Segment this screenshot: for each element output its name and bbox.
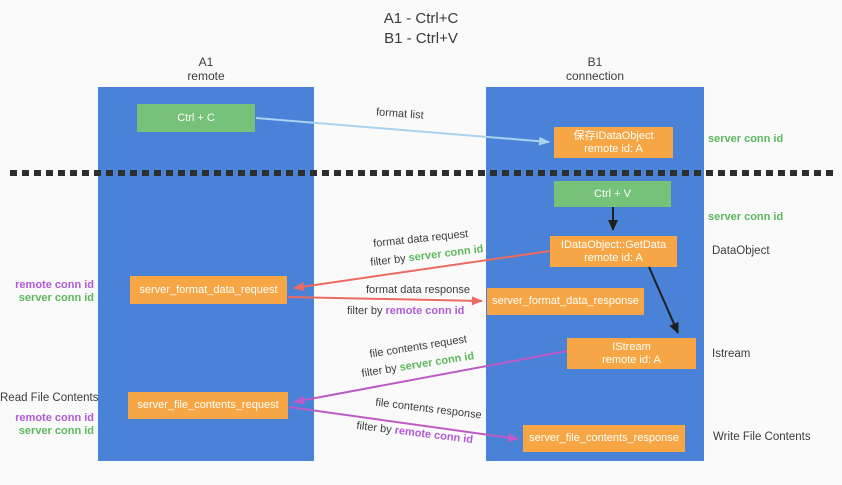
filter-remote-conn-id: remote conn id [393,424,474,447]
node-ctrl-c-label: Ctrl + C [177,111,215,124]
node-ctrl-v: Ctrl + V [554,181,671,207]
node-file-response-label: server_file_contents_response [529,432,679,444]
node-istream-label: IStream [612,340,651,353]
annotation-server-conn-id-format: server conn id [18,292,94,304]
lane-header-a1: A1 remote [98,55,314,83]
title-line-1: A1 - Ctrl+C [383,10,459,27]
annotation-server-conn-id-paste: server conn id [708,211,784,223]
node-ctrl-c: Ctrl + C [137,104,255,132]
node-getdata-label: IDataObject::GetData [560,238,667,251]
annotation-read-file-contents: Read File Contents [0,392,99,404]
label-format-data-response-filter: filter by remote conn id [347,305,464,317]
node-istream: IStream remote id: A [567,338,696,369]
lane-a1-role: remote [187,69,225,83]
node-server-file-contents-response: server_file_contents_response [523,425,685,452]
label-format-list: format list [375,106,425,122]
filter-by-text: filter by [369,252,407,269]
filter-by-text: filter by [355,419,393,437]
node-save-idataobject: 保存IDataObject remote id: A [554,127,673,158]
node-server-format-data-response: server_format_data_response [487,288,644,315]
node-server-format-data-request: server_format_data_request [130,276,287,304]
filter-remote-conn-id: remote conn id [385,305,465,317]
session-divider-dotted-line [10,170,833,176]
node-save-idataobject-label: 保存IDataObject [573,129,654,142]
node-ctrl-v-label: Ctrl + V [594,187,631,200]
lane-header-b1: B1 connection [486,55,704,83]
arrow-format-data-response [287,296,483,306]
annotation-istream: Istream [712,348,751,360]
lane-b1-id: B1 [587,55,603,69]
node-idataobject-getdata: IDataObject::GetData remote id: A [550,236,677,267]
label-format-data-response: format data response [366,284,470,296]
title-line-2: B1 - Ctrl+V [384,30,458,47]
diagram-title: A1 - Ctrl+C B1 - Ctrl+V [0,9,842,49]
filter-by-text: filter by [360,362,398,380]
filter-by-text: filter by [347,305,383,317]
node-format-response-label: server_format_data_response [492,295,639,307]
node-server-file-contents-request: server_file_contents_request [128,392,288,419]
annotation-write-file-contents: Write File Contents [713,431,811,443]
lane-a1-id: A1 [198,55,214,69]
annotation-remote-conn-id-file: remote conn id [15,412,94,424]
label-file-contents-response: file contents response [374,396,483,422]
label-file-contents-response-filter: filter by remote conn id [356,420,474,446]
node-file-request-label: server_file_contents_request [137,399,279,411]
annotation-remote-conn-id-format: remote conn id [15,279,94,291]
filter-server-conn-id: server conn id [407,243,485,265]
annotation-server-conn-id-file: server conn id [18,425,94,437]
annotation-server-conn-id-save: server conn id [708,133,784,145]
lane-b1-role: connection [565,69,625,83]
node-getdata-remote-id: remote id: A [584,251,643,264]
node-format-request-label: server_format_data_request [139,283,278,296]
node-istream-remote-id: remote id: A [602,353,661,366]
annotation-dataobject: DataObject [712,245,770,257]
node-save-idataobject-remote-id: remote id: A [584,142,643,155]
